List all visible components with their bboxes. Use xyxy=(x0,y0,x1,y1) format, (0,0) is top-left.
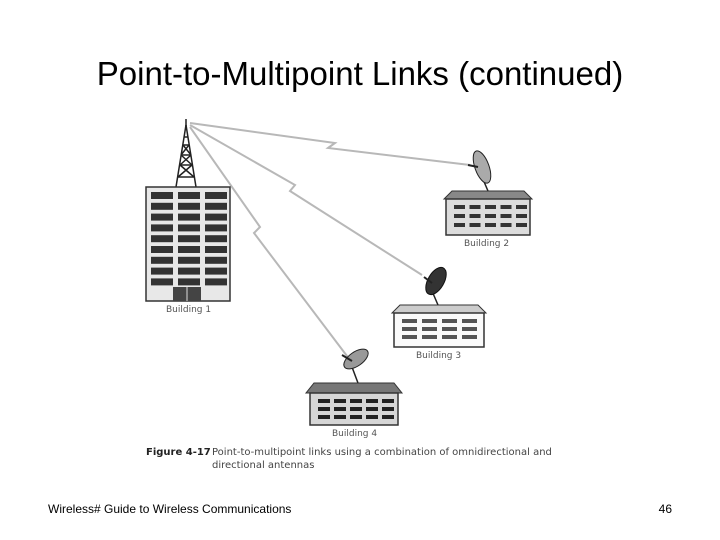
link-to-building-2 xyxy=(189,122,471,166)
satellite-dish-icon xyxy=(423,266,447,306)
figure-caption-text: Point-to-multipoint links using a combin… xyxy=(212,447,552,471)
satellite-dish-icon xyxy=(467,150,492,192)
building-window xyxy=(454,223,465,227)
building-window xyxy=(151,213,173,221)
building-window xyxy=(350,399,362,403)
building-window xyxy=(500,223,512,227)
building-window xyxy=(178,224,200,232)
building-window xyxy=(516,223,527,227)
building-window xyxy=(442,327,457,331)
building-window xyxy=(151,267,173,275)
building-window xyxy=(178,235,200,243)
building-window xyxy=(485,205,496,209)
building-1-label: Building 1 xyxy=(166,305,211,315)
building-window xyxy=(205,246,227,253)
building-window xyxy=(422,335,437,339)
building-window xyxy=(205,202,227,210)
building-window xyxy=(205,278,227,286)
building-window xyxy=(178,256,200,264)
building-4-label: Building 4 xyxy=(332,429,377,439)
building-window xyxy=(334,407,346,411)
building-window xyxy=(500,214,512,218)
building-window xyxy=(318,415,330,419)
building-window xyxy=(205,224,227,232)
building-3-label: Building 3 xyxy=(416,351,461,361)
building-window xyxy=(205,213,227,221)
building-window xyxy=(469,223,481,227)
satellite-dish-icon xyxy=(341,348,369,384)
building-window xyxy=(402,319,417,323)
building-1: Building 1 xyxy=(145,119,231,315)
building-window xyxy=(366,407,378,411)
building-window xyxy=(454,214,465,218)
building-window xyxy=(151,235,173,243)
figure-number: Figure 4-17 xyxy=(146,447,211,458)
building-window xyxy=(462,335,477,339)
tower-icon xyxy=(175,119,197,188)
link-to-building-3 xyxy=(189,124,423,276)
building-window xyxy=(178,202,200,210)
building-window xyxy=(151,224,173,232)
building-window xyxy=(151,202,173,210)
building-window xyxy=(178,246,200,253)
building-window xyxy=(485,214,496,218)
building-window xyxy=(151,278,173,286)
building-window xyxy=(402,327,417,331)
building-window xyxy=(462,319,477,323)
building-3: Building 3 xyxy=(390,266,488,361)
building-2-label: Building 2 xyxy=(464,239,509,249)
building-window xyxy=(205,235,227,243)
wireless-links xyxy=(189,122,471,361)
building-window xyxy=(178,267,200,275)
page-number: 46 xyxy=(658,502,672,516)
building-window xyxy=(205,256,227,264)
point-to-multipoint-diagram: Building 1 Building 2 Building 3 xyxy=(145,119,534,439)
building-window xyxy=(151,256,173,264)
building-window xyxy=(402,335,417,339)
building-window xyxy=(422,319,437,323)
building-window xyxy=(382,399,394,403)
building-window xyxy=(318,407,330,411)
building-window xyxy=(422,327,437,331)
link-to-building-4 xyxy=(189,126,351,361)
building-window xyxy=(442,335,457,339)
building-window xyxy=(516,214,527,218)
slide-title: Point-to-Multipoint Links (continued) xyxy=(96,55,624,92)
building-window xyxy=(469,214,481,218)
building-window xyxy=(462,327,477,331)
footer-title: Wireless# Guide to Wireless Communicatio… xyxy=(48,502,292,516)
building-window xyxy=(366,399,378,403)
building-window xyxy=(382,407,394,411)
building-window xyxy=(178,278,200,286)
building-window xyxy=(178,213,200,221)
building-window xyxy=(334,415,346,419)
building-window xyxy=(442,319,457,323)
building-window xyxy=(318,399,330,403)
building-window xyxy=(205,267,227,275)
building-window xyxy=(516,205,527,209)
building-2: Building 2 xyxy=(442,150,534,249)
building-window xyxy=(485,223,496,227)
building-window xyxy=(334,399,346,403)
building-window xyxy=(454,205,465,209)
building-window xyxy=(382,415,394,419)
building-window xyxy=(469,205,481,209)
building-window xyxy=(350,415,362,419)
building-4: Building 4 xyxy=(304,348,404,439)
building-window xyxy=(205,192,227,199)
building-window xyxy=(500,205,512,209)
building-window xyxy=(151,246,173,253)
building-window xyxy=(178,192,200,199)
building-window xyxy=(151,192,173,199)
building-window xyxy=(350,407,362,411)
building-window xyxy=(366,415,378,419)
